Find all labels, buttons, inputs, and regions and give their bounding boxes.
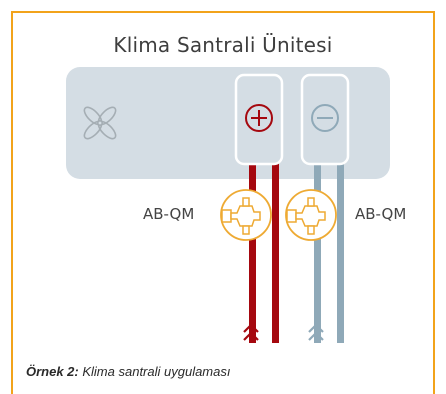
- heating-coil-plus-icon: [245, 104, 273, 132]
- diagram-title: Klima Santrali Ünitesi: [113, 33, 333, 57]
- cooling-coil-box: [300, 73, 350, 166]
- return-pipe-2: [337, 163, 344, 343]
- fan-icon: [83, 106, 117, 140]
- flow-up-chevron-icon-return: [308, 323, 324, 341]
- flow-up-chevron-icon-supply: [243, 323, 259, 341]
- supply-pipe-2: [272, 163, 279, 343]
- supply-pipe-1: [249, 163, 256, 343]
- valve-icon-left: [220, 189, 272, 241]
- valve-label-left: AB-QM: [143, 205, 195, 223]
- caption-prefix: Örnek 2:: [26, 364, 79, 379]
- frame-border: [11, 11, 435, 394]
- cooling-coil-minus-icon: [311, 104, 339, 132]
- valve-label-right: AB-QM: [355, 205, 407, 223]
- caption-text: Klima santrali uygulaması: [78, 364, 231, 379]
- valve-icon-right: [285, 189, 337, 241]
- return-pipe-1: [314, 163, 321, 343]
- figure-caption: Örnek 2: Klima santrali uygulaması: [26, 364, 230, 379]
